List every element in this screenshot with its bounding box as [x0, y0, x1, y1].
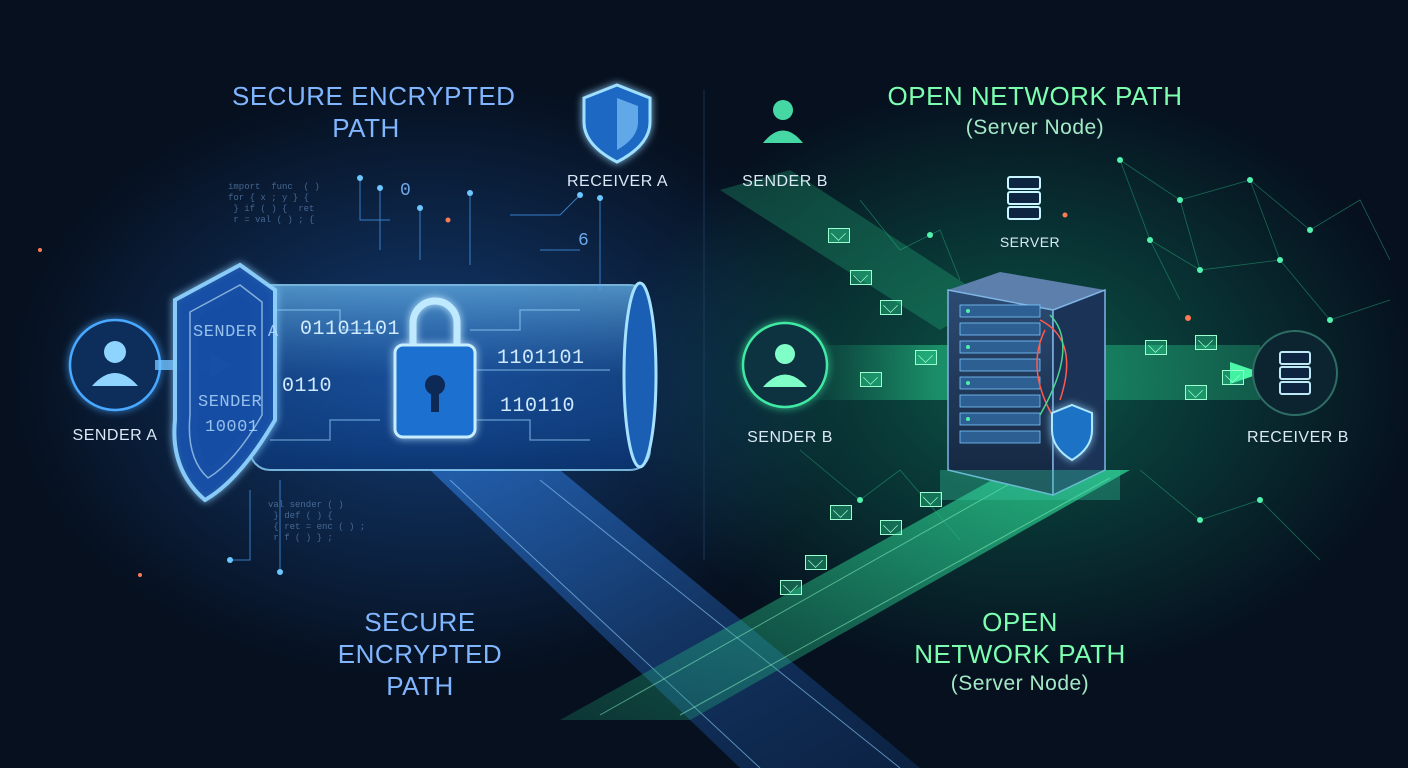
tunnel-binary-2: 0110: [282, 375, 333, 398]
receiver-a-label: RECEIVER A: [566, 173, 669, 190]
open-path-subtitle-bottom: (Server Node): [950, 672, 1090, 695]
envelope-icon: [915, 348, 937, 365]
open-path-title-bottom-line2: NETWORK PATH: [914, 639, 1126, 669]
envelope-icon: [828, 226, 850, 243]
envelope-icon: [880, 298, 902, 315]
envelope-flap: [833, 503, 848, 518]
envelope-icon: [860, 370, 882, 387]
secure-path-title-top-line2: PATH: [332, 113, 400, 143]
envelope-icon: [780, 578, 802, 595]
shield-text-2: SENDER: [198, 393, 263, 412]
envelope-flap: [1198, 333, 1213, 348]
secure-path-title-bottom-line1: SECURE: [364, 607, 476, 637]
digit-0: 0: [400, 181, 411, 201]
envelope-icon: [1222, 368, 1244, 385]
secure-path-title-top: SECURE ENCRYPTED PATH: [232, 80, 516, 144]
shield-icon-large: [172, 262, 277, 503]
open-path-title-bottom: OPEN NETWORK PATH: [895, 606, 1145, 670]
envelope-icon: [1195, 333, 1217, 350]
tunnel-binary-3: 1101101: [497, 347, 585, 370]
user-icon-a: [92, 341, 138, 386]
server-icon-top: [1007, 176, 1041, 220]
server-label: SERVER: [999, 234, 1061, 250]
envelope-flap: [918, 348, 933, 363]
envelope-flap: [853, 268, 868, 283]
envelope-icon: [1145, 338, 1167, 355]
receiver-b-label: RECEIVER B: [1247, 429, 1349, 446]
user-icon-b: [763, 344, 807, 387]
tunnel-binary-1: 01101101: [300, 318, 401, 341]
envelope-flap: [1148, 338, 1163, 353]
digit-6: 6: [578, 231, 589, 251]
sender-b-top-label: SENDER B: [742, 173, 828, 190]
envelope-icon: [850, 268, 872, 285]
server-icon-receiver-b: [1279, 351, 1311, 395]
envelope-icon: [880, 518, 902, 535]
sender-a-label: SENDER A: [72, 427, 158, 444]
envelope-flap: [783, 578, 798, 593]
envelope-flap: [863, 370, 878, 385]
envelope-flap: [883, 298, 898, 313]
envelope-flap: [808, 553, 823, 568]
secure-path-title-bottom-line3: PATH: [386, 671, 454, 701]
tunnel-binary-4: 110110: [500, 395, 576, 418]
envelope-flap: [831, 226, 846, 241]
sender-b-label: SENDER B: [747, 429, 833, 446]
shield-icon-server: [1051, 403, 1093, 462]
code-snippet-2: val sender ( ) } def ( ) { { ret = enc (…: [268, 500, 366, 543]
code-snippet-1: import func ( ) for { x ; y } { } if ( )…: [228, 182, 320, 225]
shield-text-1: SENDER A: [193, 323, 279, 342]
user-icon-b-top: [763, 100, 803, 143]
envelope-icon: [830, 503, 852, 520]
secure-path-title-top-line1: SECURE ENCRYPTED: [232, 81, 516, 111]
envelope-flap: [923, 490, 938, 505]
envelope-flap: [1188, 383, 1203, 398]
envelope-icon: [920, 490, 942, 507]
open-path-title-bottom-line1: OPEN: [982, 607, 1058, 637]
padlock-icon: [393, 297, 477, 439]
shield-text-3: 10001: [205, 418, 259, 437]
open-path-subtitle-top: (Server Node): [965, 116, 1105, 139]
envelope-flap: [1225, 368, 1240, 383]
secure-path-title-bottom: SECURE ENCRYPTED PATH: [300, 606, 540, 702]
envelope-flap: [883, 518, 898, 533]
envelope-icon: [1185, 383, 1207, 400]
open-path-title-top: OPEN NETWORK PATH: [887, 81, 1183, 111]
envelope-icon: [805, 553, 827, 570]
shield-icon-receiver-a: [582, 83, 652, 164]
secure-path-title-bottom-line2: ENCRYPTED: [337, 639, 503, 669]
